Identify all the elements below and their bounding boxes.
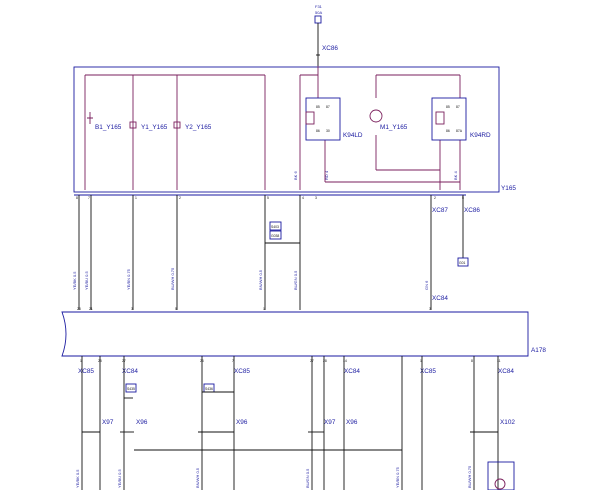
lower-code-2: YE/BU 0.5 [117,469,122,488]
unit-pin-top-1: 1 [263,307,265,311]
k94ld-pin-86: 86 [316,129,320,133]
module-pin-1: 1 [135,196,137,200]
wire-code-5: BN/WH 0.5 [258,269,263,290]
component-bottom-right-symbol [494,478,506,490]
module-pin-3: 3 [315,196,317,200]
connector-xc84-2: XC84 [344,368,360,375]
unit-pin-bottom-1: 1 [80,359,82,363]
lower-code-6: BU/WH 0.75 [467,465,472,488]
harness-x102: X102 [500,419,515,426]
b1-sensor-symbol[interactable] [87,112,93,124]
unit-pin-top-21: 21 [89,307,93,311]
k94ld-coil [305,111,315,125]
connector-xc84-1: XC84 [122,368,138,375]
unit-pin-top-3b: 3 [429,307,431,311]
connector-xc85-1: XC85 [78,368,94,375]
k94ld-pin-30: 30 [326,129,330,133]
k94rd-coil-symbol [435,111,445,125]
y2-label: Y2_Y165 [185,124,212,131]
fuse-symbol[interactable] [314,15,322,24]
fuse-name: F31 [315,4,323,9]
harness-x96-3: X96 [346,419,358,426]
wire-code-3: YE/BN 0.75 [126,268,131,290]
control-unit-label: A178 [531,347,546,354]
unit-pin-bottom-7: 7 [232,359,234,363]
connector-xc85-3: XC85 [420,368,436,375]
wire-code-2: YE/BU 0.5 [84,271,89,290]
fuse-rating: 50A [315,10,322,15]
module-pin-7: 7 [88,196,90,200]
unit-pin-top-5: 5 [175,307,177,311]
splice-tag-bottom-label: G038 [271,234,279,238]
lower-code-5: YE/BN 0.75 [395,466,400,488]
harness-x96-2: X96 [236,419,248,426]
y1-valve-symbol[interactable] [129,121,137,129]
k94ld-label: K94LD [343,132,363,139]
component-bottom-right[interactable] [487,461,515,490]
wire-code-6: BU/GN 0.5 [293,270,298,290]
unit-pin-bottom-28: 28 [323,359,327,363]
lower-tag-1[interactable] [125,383,137,393]
ground-tag-right[interactable] [457,257,469,267]
wire-code-1: YE/BK 0.5 [72,271,77,290]
splice-tag-top-label: S403 [271,225,279,229]
lower-code-1: YE/BK 0.5 [75,469,80,488]
splice-tag-top[interactable] [269,221,282,231]
valve-block-outline[interactable] [73,66,500,193]
connector-xc85-2: XC85 [234,368,250,375]
y2-valve-symbol[interactable] [173,121,181,129]
k94rd-relay[interactable] [431,97,467,141]
connector-xc84-3: XC84 [498,368,514,375]
splice-tag-bottom[interactable] [269,230,282,240]
valve-block-label: Y165 [501,185,516,192]
module-pin-2b: 2 [434,196,436,200]
k94rd-label: K94RD [470,132,491,139]
wire-code-4: BU/WH 0.75 [170,267,175,290]
y1-label: Y1_Y165 [141,124,168,131]
lower-code-3: BN/WH 0.5 [195,467,200,488]
k94rd-pin-86: 86 [446,129,450,133]
connector-xc86-top: XC86 [322,45,338,52]
unit-pin-bottom-14: 14 [343,359,347,363]
harness-x96-1: X96 [136,419,148,426]
k94rd-pin-87: 87 [456,105,460,109]
connector-xc84-top: XC84 [432,295,448,302]
harness-x97-2: X97 [324,419,336,426]
lower-tag-2-label: S436 [205,387,213,391]
wire-code-9: RD 4 [324,170,329,180]
b1-label: B1_Y165 [95,124,122,131]
unit-pin-bottom-1b: 1 [420,359,422,363]
harness-x97-1: X97 [102,419,114,426]
control-unit-outline[interactable] [61,311,529,357]
unit-pin-bottom-8: 8 [471,359,473,363]
wire-code-10: BK 4 [453,171,458,180]
wire-code-7: GN 6 [424,280,429,290]
unit-pin-bottom-11: 11 [497,359,501,363]
module-pin-2: 2 [179,196,181,200]
unit-pin-top-28: 28 [77,307,81,311]
ground-tag-right-label: G01 [459,261,466,265]
connector-xc87: XC87 [432,207,448,214]
module-pin-4: 4 [302,196,304,200]
k94ld-relay[interactable] [305,97,341,141]
m1-label: M1_Y165 [380,124,408,131]
module-pin-5: 5 [267,196,269,200]
lower-code-4: BU/GN 0.5 [305,468,310,488]
m1-motor-symbol[interactable] [369,109,383,123]
module-pin-8: 8 [76,196,78,200]
k94ld-pin-87: 87 [326,105,330,109]
k94rd-pin-87a: 87A [456,129,463,133]
k94rd-pin-85: 85 [446,105,450,109]
lower-tag-1-label: S435 [127,387,135,391]
connector-xc86-right: XC86 [464,207,480,214]
k94ld-pin-85: 85 [316,105,320,109]
wire-code-8: BK 6 [293,171,298,180]
unit-pin-top-3: 3 [131,307,133,311]
